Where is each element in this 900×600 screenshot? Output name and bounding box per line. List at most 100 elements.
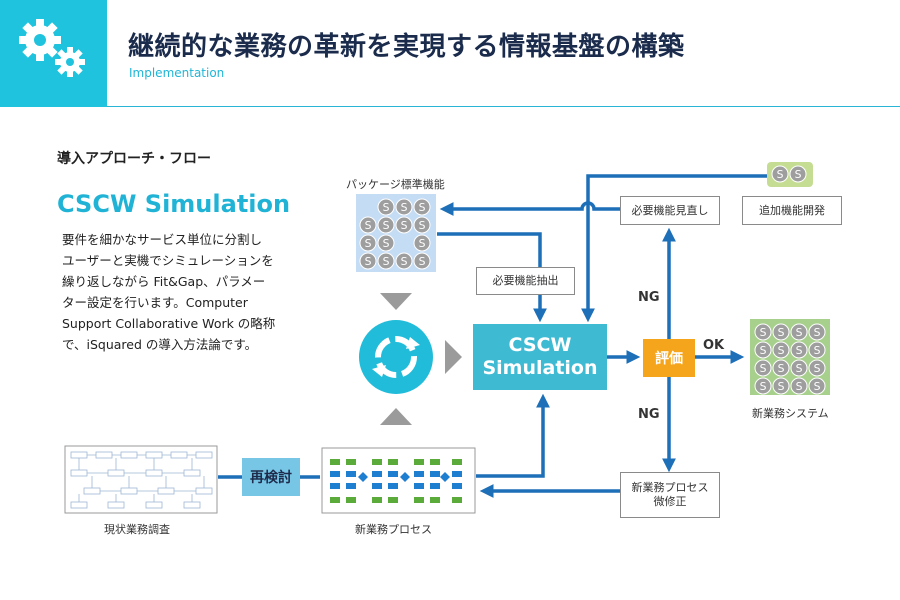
- service-glyph: S: [383, 255, 390, 268]
- service-circle: [359, 252, 377, 270]
- service-circle: [754, 359, 772, 377]
- process-node: [330, 459, 340, 465]
- process-node: [372, 471, 382, 477]
- new-process-label: 新業務プロセス: [355, 523, 432, 536]
- process-node: [430, 471, 440, 477]
- service-circle: [772, 359, 790, 377]
- flow-label: 導入アプローチ・フロー: [57, 151, 211, 167]
- ng-top-label: NG: [638, 290, 660, 305]
- new-system-label: 新業務システム: [752, 407, 829, 420]
- process-node: [414, 497, 424, 503]
- process-node: [452, 483, 462, 489]
- service-circle: [771, 165, 789, 183]
- header-divider: [107, 106, 900, 107]
- cscw-description: 要件を細かなサービス単位に分割し ユーザーと実機でシミュレーションを 繰り返しな…: [62, 229, 312, 355]
- service-circle: [395, 216, 413, 234]
- service-glyph: S: [777, 168, 784, 181]
- description-line: ター設定を行います。Computer: [62, 295, 248, 310]
- service-circle: [808, 323, 826, 341]
- service-circle: [772, 323, 790, 341]
- service-glyph: S: [419, 237, 426, 250]
- page-subtitle: Implementation: [129, 66, 225, 80]
- process-node: [372, 459, 382, 465]
- current-survey-flowchart: [70, 451, 213, 509]
- right-triangle: [445, 340, 462, 374]
- ng-bottom-label: NG: [638, 407, 660, 422]
- service-circle: [377, 252, 395, 270]
- description-line: で、iSquared の導入方法論です。: [62, 337, 258, 352]
- service-circle: [808, 341, 826, 359]
- process-node: [452, 497, 462, 503]
- service-circle: [359, 216, 377, 234]
- adjust-line1: 新業務プロセス: [631, 481, 709, 494]
- process-node: [452, 459, 462, 465]
- service-circle: [377, 216, 395, 234]
- process-node: [372, 497, 382, 503]
- service-circle: [413, 234, 431, 252]
- service-glyph: S: [401, 219, 408, 232]
- process-node: [346, 497, 356, 503]
- service-glyph: S: [419, 255, 426, 268]
- service-glyph: S: [383, 201, 390, 214]
- new-process-flowchart: [330, 459, 462, 503]
- description-line: 要件を細かなサービス単位に分割し: [62, 232, 263, 247]
- current-survey-label: 現状業務調査: [104, 523, 170, 536]
- service-glyph: S: [401, 255, 408, 268]
- process-node: [430, 483, 440, 489]
- service-glyph: S: [814, 326, 821, 339]
- service-circle: [772, 341, 790, 359]
- arrow-additional-to-simulation: [581, 174, 777, 323]
- adjust-line2: 微修正: [653, 495, 687, 508]
- service-circle: [754, 323, 772, 341]
- service-circle: [790, 359, 808, 377]
- required-extract-box: 必要機能抽出: [476, 267, 575, 295]
- service-circle: [789, 165, 807, 183]
- evaluation-box: 評価: [643, 339, 695, 377]
- service-circle: [395, 252, 413, 270]
- cscw-title: CSCW Simulation: [57, 190, 291, 218]
- service-circle: [790, 323, 808, 341]
- service-glyph: S: [778, 344, 785, 357]
- service-glyph: S: [796, 362, 803, 375]
- process-node: [346, 459, 356, 465]
- arrow-process-to-simulation: [476, 393, 550, 478]
- ok-label: OK: [703, 338, 725, 353]
- service-glyph: S: [778, 326, 785, 339]
- service-glyph: S: [778, 362, 785, 375]
- additional-dev-box: 追加機能開発: [742, 196, 842, 225]
- process-decision: [440, 472, 450, 482]
- service-circle: [754, 341, 772, 359]
- service-glyph: S: [778, 380, 785, 393]
- service-glyph: S: [365, 255, 372, 268]
- process-node: [388, 497, 398, 503]
- service-circle: [808, 377, 826, 395]
- service-glyph: S: [796, 326, 803, 339]
- package-label: パッケージ標準機能: [346, 178, 445, 191]
- service-glyph: S: [760, 362, 767, 375]
- service-circle: [790, 341, 808, 359]
- service-glyph: S: [419, 219, 426, 232]
- process-node: [346, 483, 356, 489]
- page-title: 継続的な業務の革新を実現する情報基盤の構築: [128, 32, 685, 62]
- service-glyph: S: [796, 380, 803, 393]
- process-node: [330, 471, 340, 477]
- service-circle: [359, 234, 377, 252]
- simulation-box: CSCW Simulation: [473, 324, 607, 390]
- service-circle: [413, 216, 431, 234]
- service-glyph: S: [760, 380, 767, 393]
- arrow-review-to-package: [439, 201, 620, 216]
- process-node: [372, 483, 382, 489]
- process-node: [452, 471, 462, 477]
- service-glyph: S: [814, 380, 821, 393]
- service-glyph: S: [796, 344, 803, 357]
- service-glyph: S: [383, 219, 390, 232]
- service-glyph: S: [365, 237, 372, 250]
- process-node: [414, 483, 424, 489]
- required-review-box: 必要機能見直し: [620, 196, 720, 225]
- service-circle: [377, 234, 395, 252]
- process-node: [430, 459, 440, 465]
- service-glyph: S: [760, 344, 767, 357]
